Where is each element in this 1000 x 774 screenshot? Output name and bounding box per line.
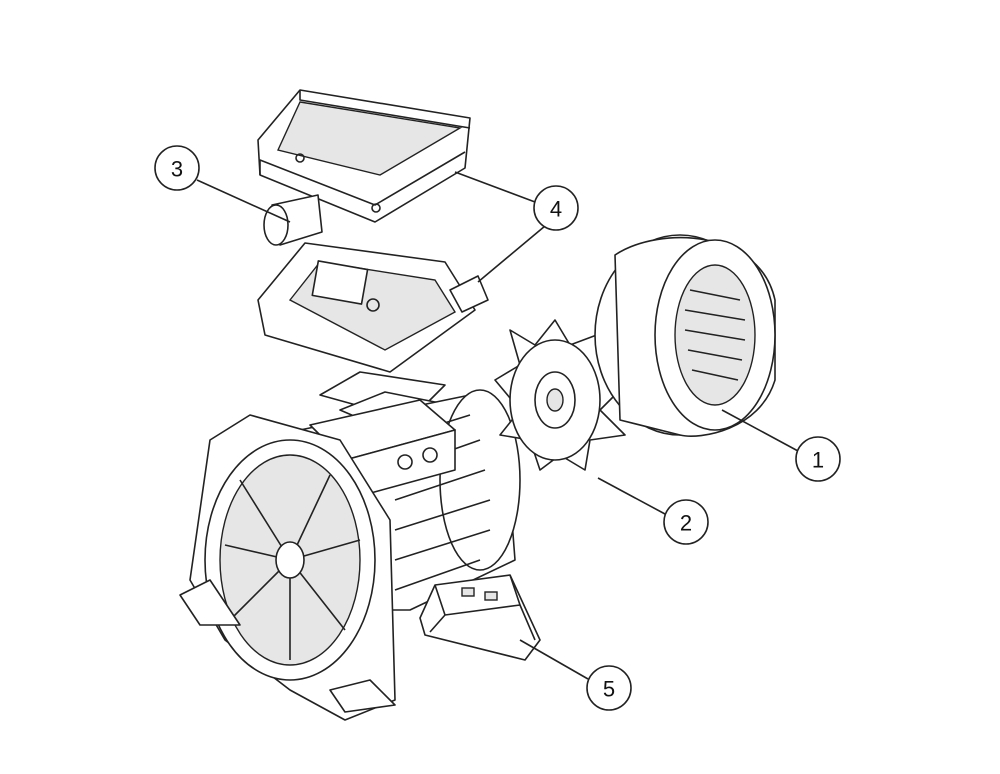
callout-2: 2 xyxy=(663,499,709,545)
front-flange xyxy=(179,414,396,721)
fan-cover xyxy=(594,234,776,437)
callout-5-label: 5 xyxy=(603,677,615,702)
cable-cylinder xyxy=(263,194,323,246)
cooling-fan xyxy=(494,319,626,471)
callout-4: 4 xyxy=(533,185,579,231)
leader-line-2 xyxy=(597,477,666,515)
terminal-box-lid xyxy=(257,89,471,223)
callout-1: 1 xyxy=(795,436,841,482)
leader-line-4b xyxy=(477,225,546,283)
leader-line-3 xyxy=(196,179,291,223)
leader-line-5 xyxy=(519,639,589,680)
callout-4-label: 4 xyxy=(550,197,562,222)
terminal-box-base xyxy=(257,242,489,373)
callout-2-label: 2 xyxy=(680,511,692,536)
callout-5: 5 xyxy=(586,665,632,711)
motor-foot xyxy=(419,574,541,661)
callout-1-label: 1 xyxy=(812,448,824,473)
leader-line-4a xyxy=(454,171,536,203)
leader-line-1 xyxy=(721,409,799,452)
callout-3: 3 xyxy=(154,145,200,191)
callout-3-label: 3 xyxy=(171,157,183,182)
